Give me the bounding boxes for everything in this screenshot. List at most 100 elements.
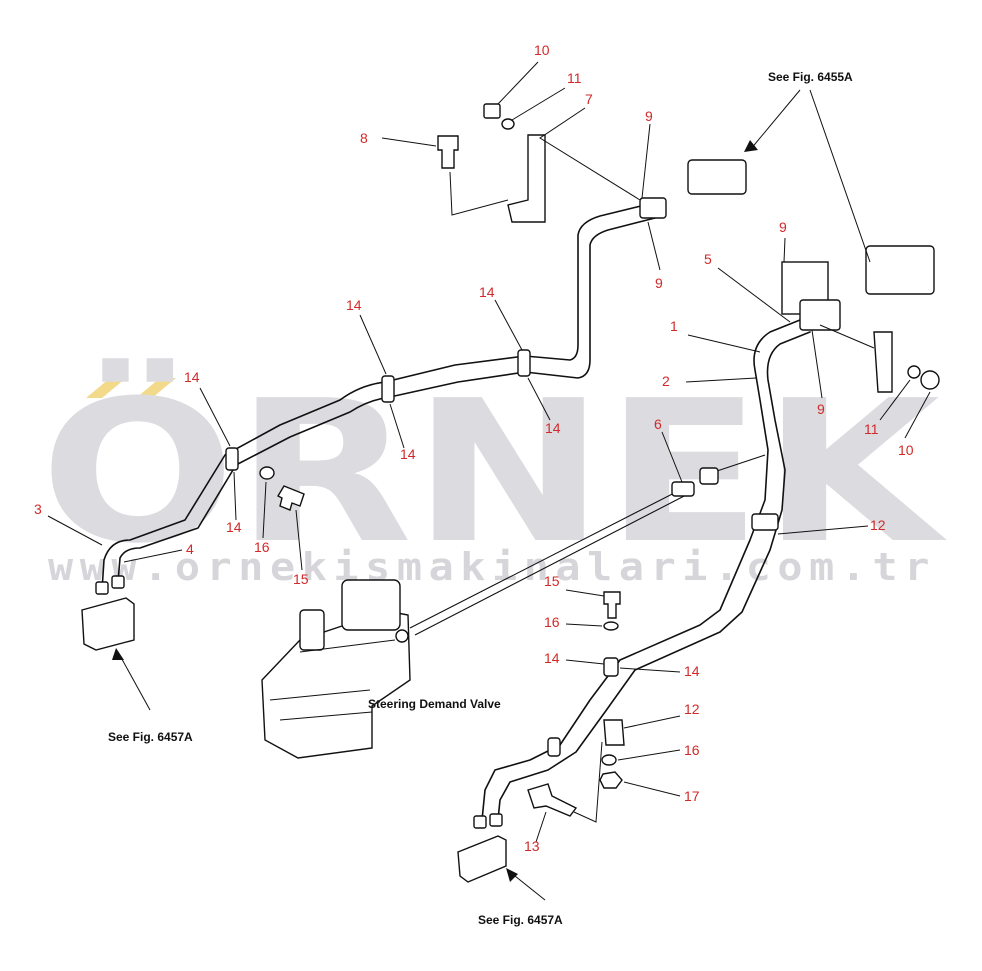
watermark-url: www.ornekismakinalari.com.tr — [48, 545, 936, 589]
leader-6457a-left — [117, 651, 151, 711]
washer-16-lower2 — [601, 754, 617, 766]
arrowheads — [112, 140, 758, 882]
leader-1 — [687, 334, 761, 353]
callout-8: 8 — [360, 130, 368, 146]
clamp-14-left — [225, 447, 239, 471]
callout-1: 1 — [670, 318, 678, 334]
leader-4 — [123, 549, 183, 563]
arrow-6455a-top — [744, 140, 758, 152]
caption-see-fig-6455a: See Fig. 6455A — [768, 70, 853, 84]
nut-10-top — [483, 103, 501, 119]
leader-12b — [623, 715, 681, 729]
sensing-line-6b — [409, 486, 687, 629]
callout-14d: 14 — [400, 446, 416, 462]
manifold-left — [81, 597, 135, 651]
leader-15b — [565, 589, 605, 597]
callout-14h: 14 — [544, 650, 560, 666]
leader-2 — [685, 377, 757, 383]
callout-13: 13 — [524, 838, 540, 854]
leader-14i — [619, 667, 681, 673]
caption-steering-demand-valve: Steering Demand Valve — [368, 697, 501, 711]
clamp-14-lower2 — [547, 737, 561, 757]
captions: Steering Demand Valve See Fig. 6455A See… — [108, 70, 853, 927]
callout-14c: 14 — [479, 284, 495, 300]
bracket-7 — [507, 134, 546, 223]
callout-12a: 12 — [870, 517, 886, 533]
valve-line-1 — [269, 639, 396, 721]
callout-3: 3 — [34, 501, 42, 517]
valve-top-block — [341, 579, 401, 631]
valve-port — [395, 629, 409, 643]
callout-9c: 9 — [779, 219, 787, 235]
manifold-bottom — [457, 835, 507, 883]
callout-14i: 14 — [684, 663, 700, 679]
bolt-8 — [437, 135, 459, 169]
callout-16b: 16 — [544, 614, 560, 630]
fitting-group-6455a-top — [687, 159, 747, 195]
watermark-accent-right — [136, 378, 176, 398]
pipe-2 — [497, 331, 811, 821]
callout-14e: 14 — [545, 420, 561, 436]
fitting-6b — [699, 467, 719, 485]
callout-12b: 12 — [684, 701, 700, 717]
watermark-brand: ÖRNEK — [40, 358, 947, 587]
callout-5: 5 — [704, 251, 712, 267]
nut-10-right — [920, 370, 940, 390]
leader-9a — [641, 123, 651, 199]
leader-9c — [783, 237, 786, 263]
bolt-15-left — [277, 485, 305, 511]
leader-11b — [879, 379, 911, 421]
valve-spool — [299, 609, 325, 651]
fitting-6 — [671, 481, 695, 497]
leader-6457a-bottom — [509, 871, 546, 901]
washer-16-lower — [603, 621, 619, 631]
leader-10a — [497, 61, 539, 105]
callout-2: 2 — [662, 373, 670, 389]
leader-16c — [617, 749, 681, 761]
washer-11-top — [501, 118, 515, 130]
bolt-8-line — [449, 171, 509, 216]
callout-9d: 9 — [817, 401, 825, 417]
leader-10b — [904, 391, 931, 439]
pipe-end-1 — [473, 815, 487, 829]
leader-16a — [262, 481, 267, 539]
manifold-blocks — [81, 575, 507, 883]
clamp-12-upper — [751, 513, 779, 531]
callout-14b: 14 — [346, 297, 362, 313]
callout-11b: 11 — [864, 421, 879, 437]
callout-9b: 9 — [655, 275, 663, 291]
lower-hardware — [527, 591, 625, 823]
callout-6: 6 — [654, 416, 662, 432]
callouts: 10 11 7 8 9 9 9 5 1 2 9 11 10 14 14 14 1… — [34, 42, 914, 854]
left-hardware — [259, 466, 305, 511]
pipe-end-3 — [95, 581, 109, 595]
callout-9a: 9 — [645, 108, 653, 124]
leader-11a — [511, 87, 566, 121]
leader-9b — [647, 221, 661, 271]
leader-14f — [233, 471, 237, 521]
washer-16-left — [259, 466, 275, 480]
right-fittings — [671, 159, 940, 497]
pipe-end-4 — [111, 575, 125, 589]
leader-16b — [565, 623, 603, 627]
fitting-9-right — [799, 299, 841, 331]
clamp-14-lower — [603, 657, 619, 677]
callout-14f: 14 — [226, 519, 242, 535]
bolt-13-line — [573, 741, 603, 823]
callout-7: 7 — [585, 91, 593, 107]
leader-3 — [47, 515, 103, 546]
clamp-14-mid — [381, 375, 395, 403]
leader-14a — [199, 387, 231, 447]
leader-9d — [811, 324, 875, 399]
clamp-14-right — [517, 349, 531, 377]
callout-15a: 15 — [293, 571, 309, 587]
watermark-accent-left — [86, 378, 126, 398]
leader-14h — [565, 659, 605, 665]
pipe-clamps — [225, 349, 779, 757]
leader-12a — [777, 525, 869, 535]
callout-16a: 16 — [254, 539, 270, 555]
leader-lines — [47, 61, 931, 901]
callout-4: 4 — [186, 541, 194, 557]
callout-10b: 10 — [898, 442, 914, 458]
